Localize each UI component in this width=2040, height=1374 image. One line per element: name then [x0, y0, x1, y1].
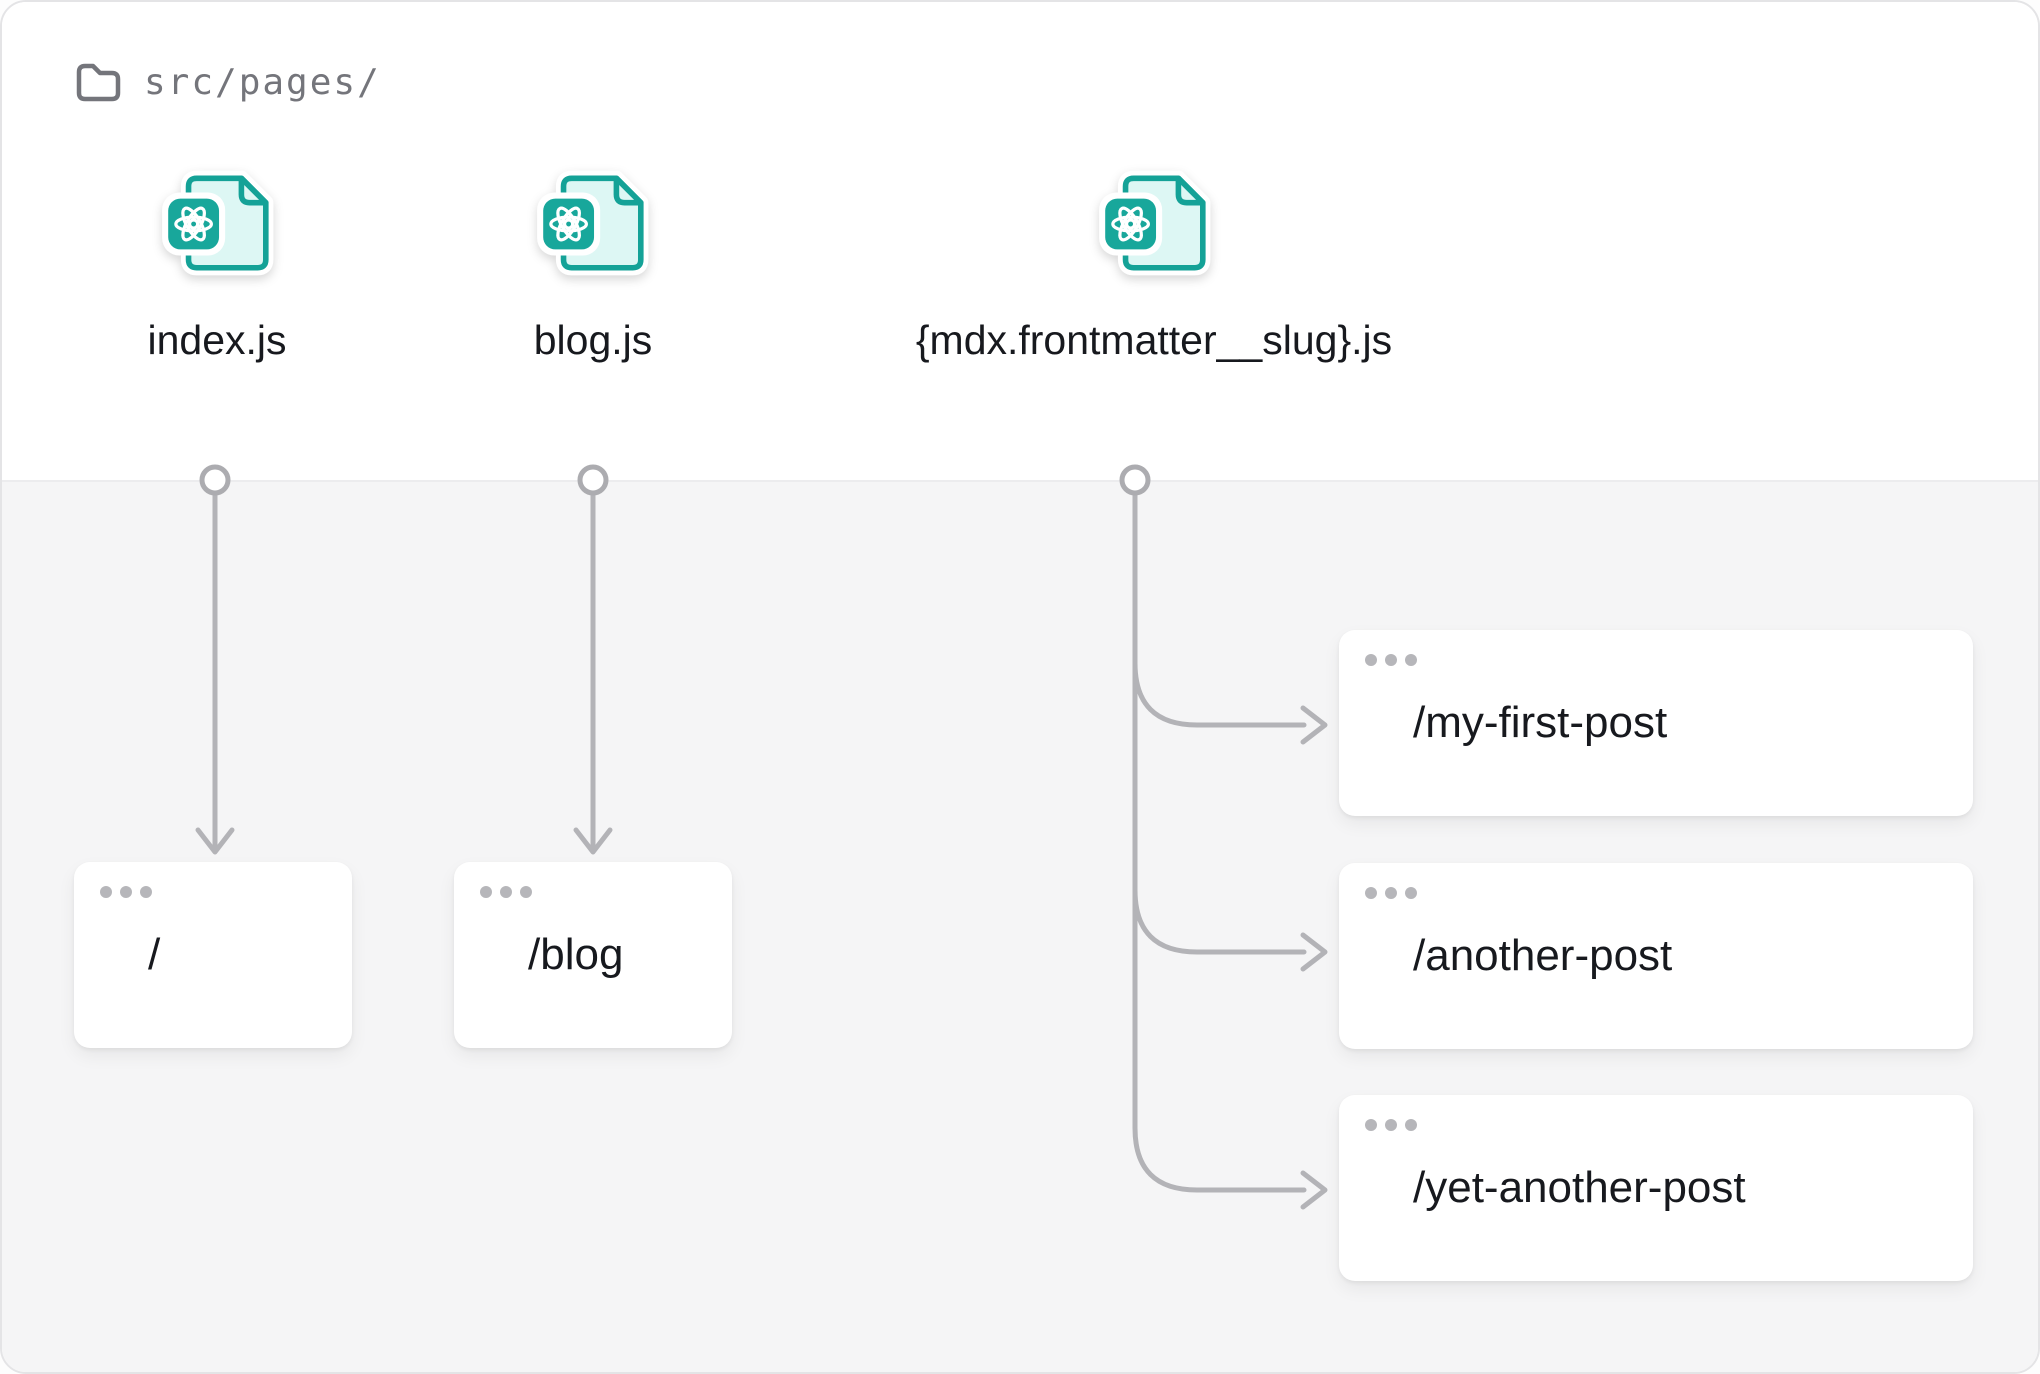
file-name-slug: {mdx.frontmatter__slug}.js	[915, 316, 1393, 363]
folder-path-label: src/pages/	[144, 61, 381, 103]
route-path: /my-first-post	[1413, 698, 1668, 747]
window-dots-icon	[1365, 654, 1425, 666]
source-files-panel	[2, 2, 2038, 480]
react-file-icon	[1093, 162, 1215, 284]
react-file-icon	[531, 162, 653, 284]
file-name-blog: blog.js	[533, 316, 653, 363]
folder-icon	[76, 63, 121, 102]
file-name-index: index.js	[147, 316, 287, 363]
browser-card-my-first-post: /my-first-post	[1339, 630, 1973, 816]
route-path: /blog	[528, 930, 624, 979]
browser-card-yet-another-post: /yet-another-post	[1339, 1095, 1973, 1281]
window-dots-icon	[480, 886, 540, 898]
browser-card-another-post: /another-post	[1339, 863, 1973, 1049]
react-file-icon	[156, 162, 278, 284]
route-path: /another-post	[1413, 931, 1673, 980]
route-path: /	[148, 930, 161, 979]
window-dots-icon	[100, 886, 160, 898]
browser-card-index-route: /	[74, 862, 352, 1048]
folder-path-header: src/pages/	[74, 60, 381, 104]
window-dots-icon	[1365, 1119, 1425, 1131]
browser-card-blog-route: /blog	[454, 862, 732, 1048]
route-path: /yet-another-post	[1413, 1163, 1746, 1212]
window-dots-icon	[1365, 887, 1425, 899]
